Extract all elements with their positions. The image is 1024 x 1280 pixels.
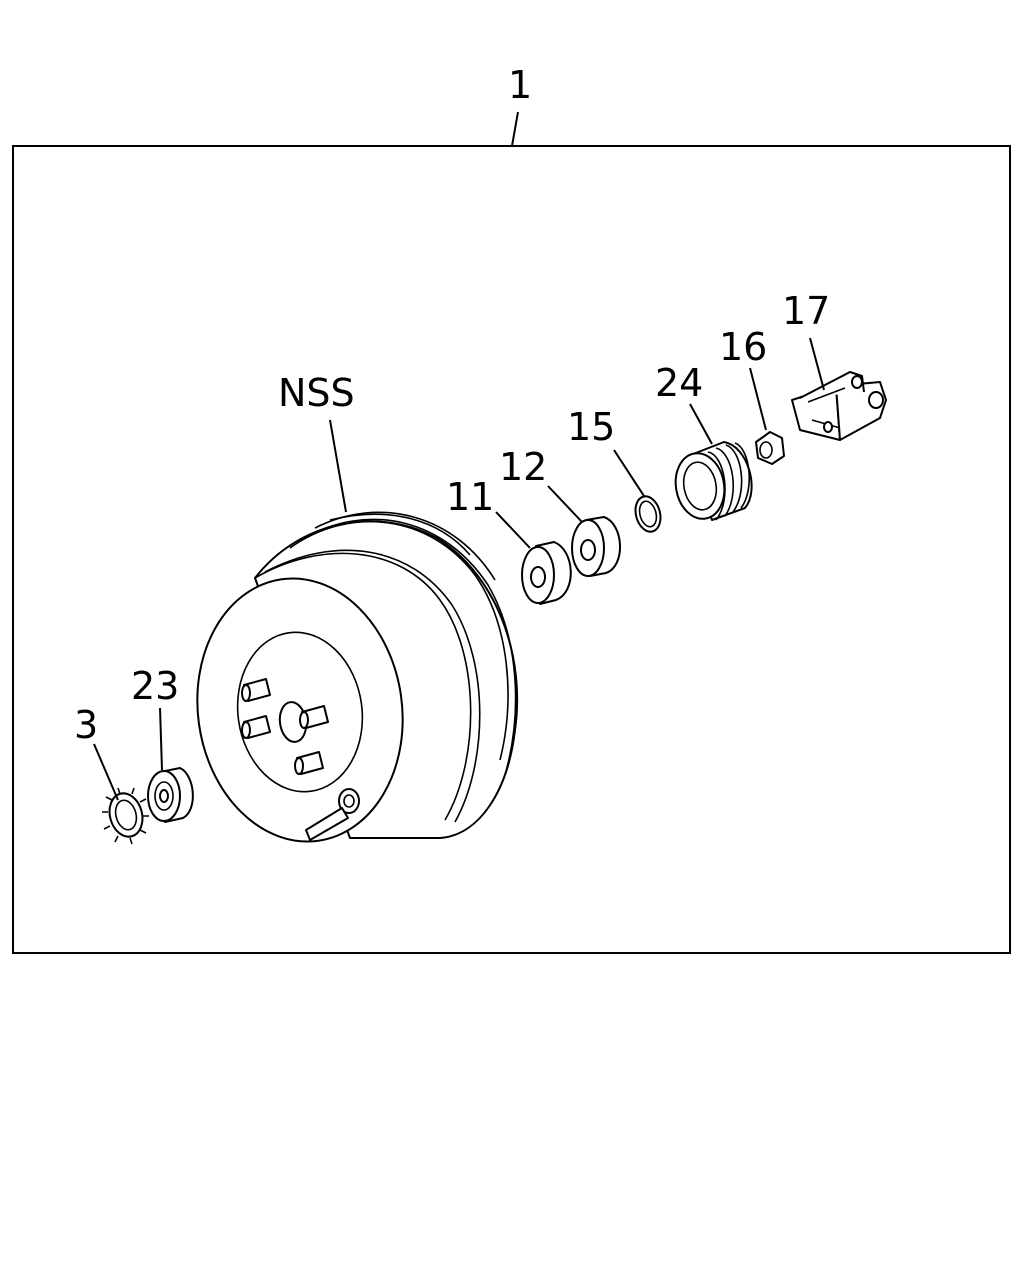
callout-part-16: 16 [719, 325, 767, 369]
leader-part-12 [547, 485, 583, 523]
callout-nss: NSS [278, 371, 355, 415]
leader-part-3 [93, 743, 119, 801]
leader-nss [329, 419, 347, 513]
callout-part-12: 12 [499, 445, 547, 489]
callout-assembly: 1 [508, 63, 532, 107]
brake-booster-drawing [196, 511, 519, 843]
leader-part-16 [749, 367, 767, 431]
leader-part-23 [159, 707, 163, 771]
o-ring-drawing [634, 495, 662, 533]
clevis-drawing [791, 371, 887, 441]
callout-part-23: 23 [131, 664, 179, 708]
assembly-frame [12, 145, 1011, 954]
lock-washer-drawing [102, 787, 149, 845]
leader-part-17 [809, 337, 825, 391]
spacer-12-drawing [571, 516, 621, 577]
boot-drawing [674, 441, 753, 521]
leader-assembly [511, 111, 519, 147]
callout-part-24: 24 [655, 361, 703, 405]
callout-part-3: 3 [74, 703, 98, 747]
leader-part-24 [689, 403, 713, 445]
callout-part-17: 17 [782, 289, 830, 333]
callout-part-15: 15 [567, 405, 615, 449]
bearing-drawing [147, 767, 194, 823]
spacer-11-drawing [521, 541, 572, 605]
leader-part-11 [495, 511, 531, 549]
leader-part-15 [613, 449, 645, 497]
callout-part-11: 11 [446, 475, 494, 519]
nut-drawing [755, 431, 785, 465]
